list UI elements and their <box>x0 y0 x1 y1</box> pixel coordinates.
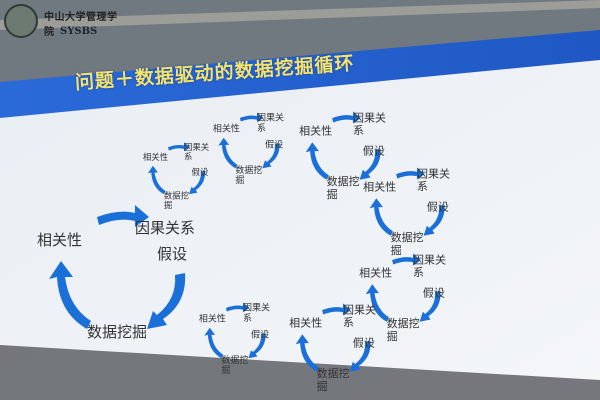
label-mining: 数据挖掘 <box>326 174 360 201</box>
logo-name: 中山大学管理学院 <box>44 12 118 38</box>
label-causal: 因果关系 <box>135 219 196 237</box>
arrow-icon <box>248 333 266 359</box>
label-correlation: 相关性 <box>363 180 397 194</box>
arrow-icon <box>365 284 389 322</box>
arrow-icon <box>332 111 361 124</box>
mining-cycle-5: 相关性 因果关系 假设 数据挖掘 <box>362 162 456 256</box>
logo-abbr: SYSBS <box>60 26 98 37</box>
label-correlation: 相关性 <box>289 316 323 330</box>
label-hypothesis: 假设 <box>265 139 284 150</box>
label-mining: 数据挖掘 <box>87 323 148 341</box>
arrow-icon <box>295 334 319 372</box>
label-correlation: 相关性 <box>142 151 169 162</box>
seal-icon <box>4 4 38 38</box>
arrow-icon <box>419 290 441 322</box>
arrow-icon <box>239 112 264 123</box>
label-correlation: 相关性 <box>37 231 83 249</box>
arrow-icon <box>97 205 149 227</box>
slide-screen <box>0 45 600 400</box>
arrow-icon <box>349 340 371 372</box>
mining-cycle-7: 相关性 因果关系 假设 数据挖掘 <box>198 298 275 375</box>
arrow-icon <box>392 253 421 266</box>
label-mining: 数据挖掘 <box>390 230 424 257</box>
arrow-icon <box>49 261 91 329</box>
arrow-icon <box>423 204 445 236</box>
arrow-icon <box>147 273 186 329</box>
mining-cycle-3: 相关性 因果关系 假设 数据挖掘 <box>212 108 289 185</box>
arrow-icon <box>189 170 206 195</box>
label-causal: 因果关系 <box>257 112 284 134</box>
arrow-icon <box>262 143 280 169</box>
label-hypothesis: 假设 <box>251 329 270 340</box>
arrow-icon <box>305 142 329 180</box>
arrow-icon <box>396 167 425 180</box>
arrow-icon <box>322 303 351 316</box>
label-causal: 因果关系 <box>417 166 450 193</box>
arrow-icon <box>369 198 393 236</box>
school-logo: 中山大学管理学院 SYSBS <box>4 4 124 44</box>
label-correlation: 相关性 <box>198 312 226 324</box>
label-causal: 因果关系 <box>413 252 446 279</box>
mining-cycle-8: 相关性 因果关系 假设 数据挖掘 <box>288 298 382 392</box>
label-causal: 因果关系 <box>343 302 376 329</box>
label-causal: 因果关系 <box>184 141 210 162</box>
label-mining: 数据挖掘 <box>163 190 190 211</box>
label-mining: 数据挖掘 <box>221 354 249 376</box>
mining-cycle-1: 相关性 因果关系 假设 数据挖掘 <box>35 195 205 345</box>
label-correlation: 相关性 <box>359 266 393 280</box>
label-hypothesis: 假设 <box>157 245 188 263</box>
label-causal: 因果关系 <box>243 302 270 324</box>
arrow-icon <box>204 327 224 359</box>
label-correlation: 相关性 <box>299 124 333 138</box>
label-causal: 因果关系 <box>353 110 386 137</box>
arrow-icon <box>147 165 166 195</box>
label-mining: 数据挖掘 <box>386 316 420 343</box>
mining-cycle-4: 相关性 因果关系 假设 数据挖掘 <box>298 106 392 200</box>
arrow-icon <box>168 142 190 152</box>
mining-cycle-6: 相关性 因果关系 假设 数据挖掘 <box>358 248 452 342</box>
label-correlation: 相关性 <box>212 122 240 134</box>
arrow-icon <box>359 148 381 180</box>
label-hypothesis: 假设 <box>362 143 385 158</box>
label-hypothesis: 假设 <box>352 335 375 350</box>
label-hypothesis: 假设 <box>191 166 209 178</box>
mining-cycle-2: 相关性 因果关系 假设 数据挖掘 <box>142 138 213 210</box>
arrow-icon <box>225 302 250 313</box>
title-band <box>0 30 600 118</box>
label-mining: 数据挖掘 <box>235 164 263 186</box>
label-mining: 数据挖掘 <box>316 366 350 393</box>
arrow-icon <box>218 137 238 169</box>
label-hypothesis: 假设 <box>422 285 445 300</box>
label-hypothesis: 假设 <box>426 199 449 214</box>
